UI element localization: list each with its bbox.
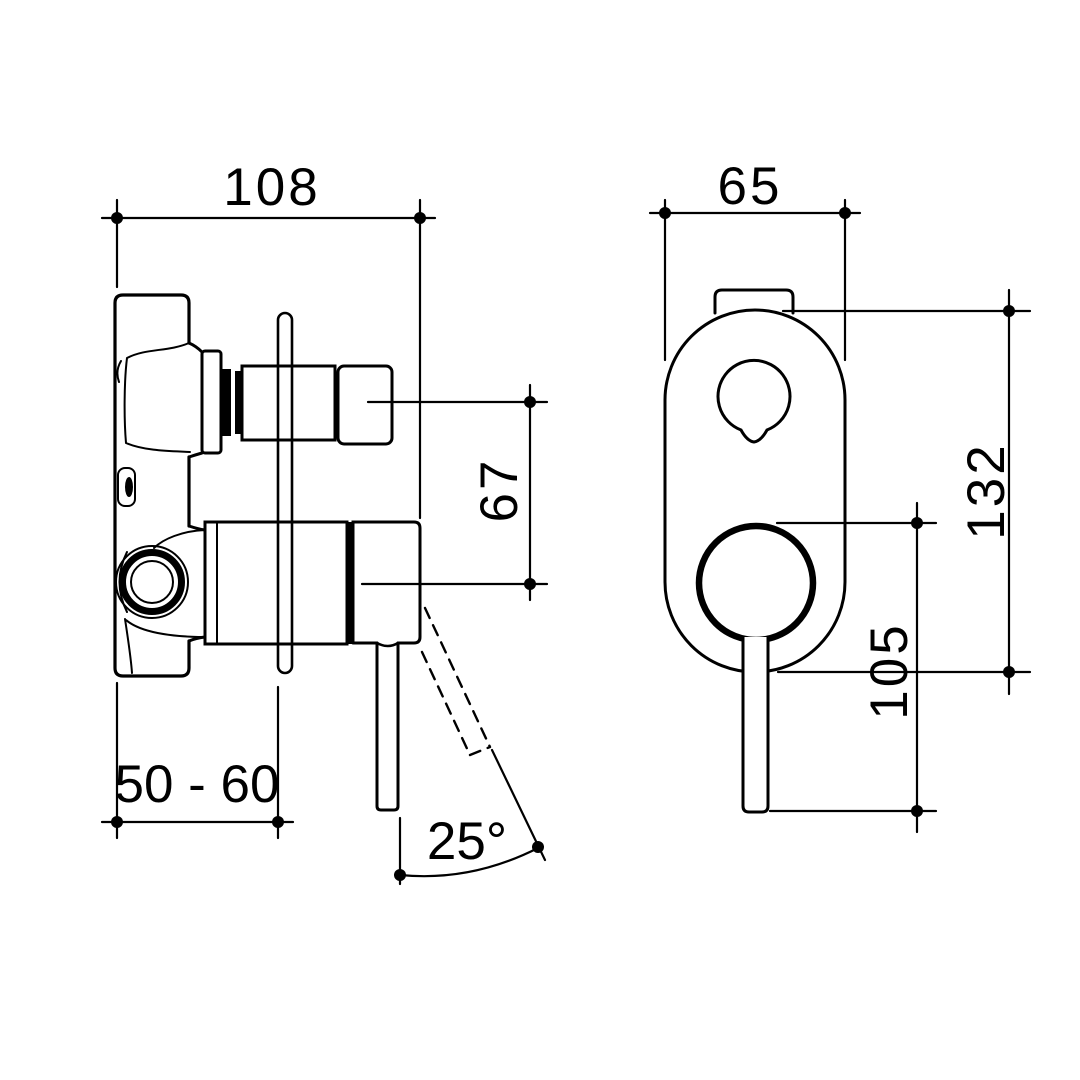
dim-outlet-spacing-lines: [360, 383, 549, 602]
dim-dot: [911, 805, 923, 817]
dim-outlet-spacing: 67: [360, 383, 549, 602]
dim-wall-depth-lines: [100, 681, 295, 840]
handle-flange-front: [695, 522, 817, 644]
dimensions: 108 65 67 132 105: [100, 157, 1032, 886]
dim-wall-depth: 50 - 60: [100, 681, 295, 840]
dim-dot: [659, 207, 671, 219]
dim-plate-height: 132: [776, 288, 1032, 696]
dim-handle-length: 105: [768, 501, 938, 834]
diverter-barrel-side: [240, 364, 337, 442]
inlet-port-seal-ring: [119, 549, 185, 615]
casting-lower-curves: [118, 529, 206, 674]
mixer-divider-band: [347, 522, 353, 644]
dim-depth-label: 108: [223, 158, 320, 217]
dim-angle-arc: [398, 846, 540, 878]
dim-plate-width: 65: [648, 157, 862, 362]
dim-plate-width-label: 65: [718, 157, 783, 216]
dim-plate-height-lines: [776, 288, 1032, 696]
dim-wall-depth-label: 50 - 60: [114, 755, 279, 814]
dim-dot: [1003, 666, 1015, 678]
dim-dot: [414, 212, 426, 224]
dim-handle-length-label: 105: [860, 622, 919, 719]
dim-dot: [1003, 305, 1015, 317]
wall-body-steps: [187, 341, 207, 643]
dim-dot: [394, 869, 406, 881]
front-view: [663, 288, 847, 814]
handle-rod-shoulder: [375, 641, 400, 648]
diverter-thread-band-1: [221, 369, 231, 436]
handle-rod-front: [741, 635, 770, 814]
inlet-port-outer-ring: [115, 545, 189, 619]
dim-outlet-spacing-label: 67: [470, 458, 529, 523]
diverter-thread-band-2: [235, 371, 242, 434]
dim-handle-angle: 25°: [394, 748, 547, 886]
dim-dot: [111, 212, 123, 224]
body-slot-pin: [125, 477, 133, 497]
mounting-tab-front: [713, 288, 795, 315]
mixer-cartridge-side: [203, 520, 349, 646]
dim-dot: [111, 816, 123, 828]
dim-handle-angle-label: 25°: [427, 812, 507, 871]
dim-dot: [524, 396, 536, 408]
casting-curves: [116, 342, 191, 453]
side-view: [113, 293, 492, 812]
dim-dot: [911, 517, 923, 529]
dim-plate-height-label: 132: [957, 442, 1016, 539]
diverter-knob-side: [336, 364, 394, 446]
wall-body-outline: [113, 293, 191, 678]
dim-depth-overall: 108: [100, 158, 437, 520]
escutcheon-plate-side: [276, 311, 294, 675]
handle-rod-dashed: [420, 606, 492, 757]
diverter-flange-side: [200, 349, 223, 455]
handle-base-outline: [351, 520, 422, 645]
dim-dot: [532, 841, 544, 853]
dim-plate-width-lines: [648, 198, 862, 362]
handle-base-fill: [353, 522, 420, 643]
dim-dot: [524, 578, 536, 590]
dim-dot: [839, 207, 851, 219]
dim-dot: [272, 816, 284, 828]
handle-rod-side: [375, 641, 400, 812]
inlet-port-inner-ring: [130, 560, 174, 604]
dim-handle-length-lines: [768, 501, 938, 834]
diverter-button-front: [716, 358, 792, 444]
